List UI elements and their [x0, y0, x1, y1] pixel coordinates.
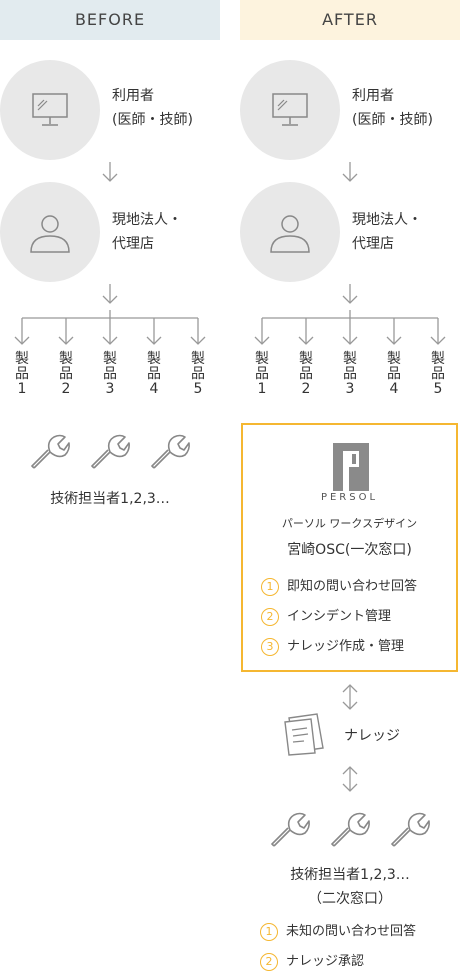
double-arrow-icon: [342, 766, 358, 792]
arrow-down-icon: [342, 284, 358, 304]
osc-title: 宮崎OSC(一次窓口): [287, 542, 412, 558]
persol-logo: [333, 443, 369, 491]
knowledge-label: ナレッジ: [344, 728, 400, 744]
arrow-down-icon: [342, 162, 358, 182]
person-icon: [30, 215, 70, 253]
wrench-icon: [330, 812, 370, 847]
tech-label: 技術担当者1,2,3…: [50, 491, 170, 507]
persol-logo-text: PERSOL: [320, 492, 379, 503]
number-badge: 2: [261, 607, 279, 626]
wrench-icon: [270, 812, 310, 847]
corp-circle: [0, 182, 100, 282]
user-circle: [0, 60, 100, 160]
user-circle: [240, 60, 340, 160]
number-badge: 1: [260, 922, 278, 941]
double-arrow-icon: [342, 684, 358, 710]
number-badge: 1: [261, 577, 279, 596]
tech-label: 技術担当者1,2,3…（二次窓口）: [290, 867, 410, 907]
person-icon: [270, 215, 310, 253]
user-label: 利用者(医師・技師): [352, 88, 433, 128]
number-badge: 3: [261, 637, 279, 656]
corp-label: 現地法人・代理店: [352, 212, 422, 252]
arrow-down-icon: [102, 162, 118, 182]
wrench-icon: [390, 812, 430, 847]
monitor-icon: [32, 93, 68, 126]
after-header: AFTER: [240, 0, 460, 40]
wrench-icon: [90, 434, 130, 469]
wrench-icon: [30, 434, 70, 469]
corp-label: 現地法人・代理店: [112, 212, 182, 252]
corp-circle: [240, 182, 340, 282]
user-label: 利用者(医師・技師): [112, 88, 193, 128]
company-name: パーソル ワークスデザイン: [281, 517, 418, 530]
number-badge: 2: [260, 952, 278, 971]
monitor-icon: [272, 93, 308, 126]
branch-arrows: [254, 310, 446, 345]
arrow-down-icon: [102, 284, 118, 304]
before-header: BEFORE: [0, 0, 220, 40]
wrench-icon: [150, 434, 190, 469]
branch-arrows: [14, 310, 206, 345]
document-icon: [284, 713, 324, 756]
